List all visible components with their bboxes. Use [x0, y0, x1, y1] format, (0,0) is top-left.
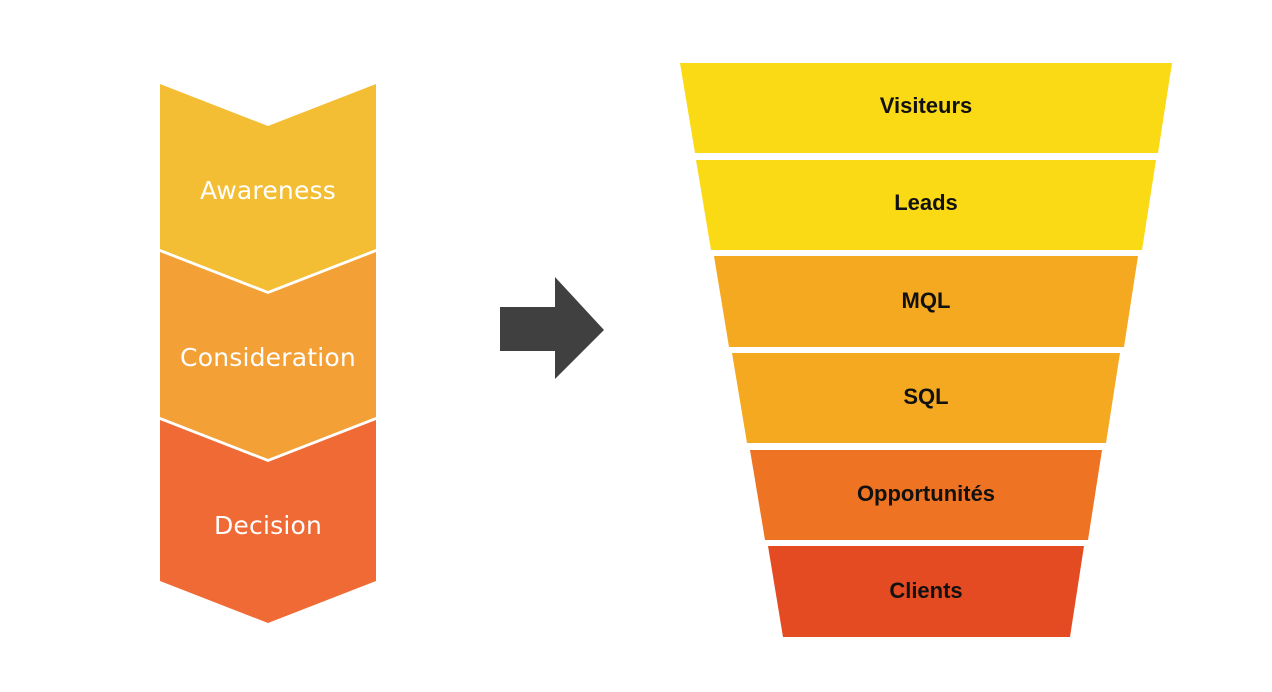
funnel-level-sql: [732, 353, 1120, 443]
funnel-level-mql: [714, 256, 1138, 347]
chevron-awareness: [160, 84, 376, 291]
chevron-decision: [160, 420, 376, 623]
right-arrow-icon: [500, 277, 604, 379]
funnel-label-sql: SQL: [903, 384, 949, 409]
funnel-level-clients: [768, 546, 1084, 637]
chevron-consideration: [160, 252, 376, 459]
funnel: [680, 63, 1172, 637]
funnel-label-opportunites: Opportunités: [856, 481, 996, 506]
funnel-level-visiteurs: [680, 63, 1172, 153]
funnel-level-leads: [696, 160, 1156, 250]
chevron-label-decision: Decision: [213, 511, 323, 540]
funnel-label-leads: Leads: [894, 190, 958, 215]
funnel-label-clients: Clients: [889, 578, 963, 603]
funnel-label-visiteurs: Visiteurs: [879, 93, 973, 118]
chevron-stack: [160, 84, 376, 623]
chevron-label-awareness: Awareness: [199, 176, 337, 205]
funnel-label-mql: MQL: [901, 288, 951, 313]
chevron-label-consideration: Consideration: [180, 343, 356, 372]
funnel-level-opportunites: [750, 450, 1102, 540]
